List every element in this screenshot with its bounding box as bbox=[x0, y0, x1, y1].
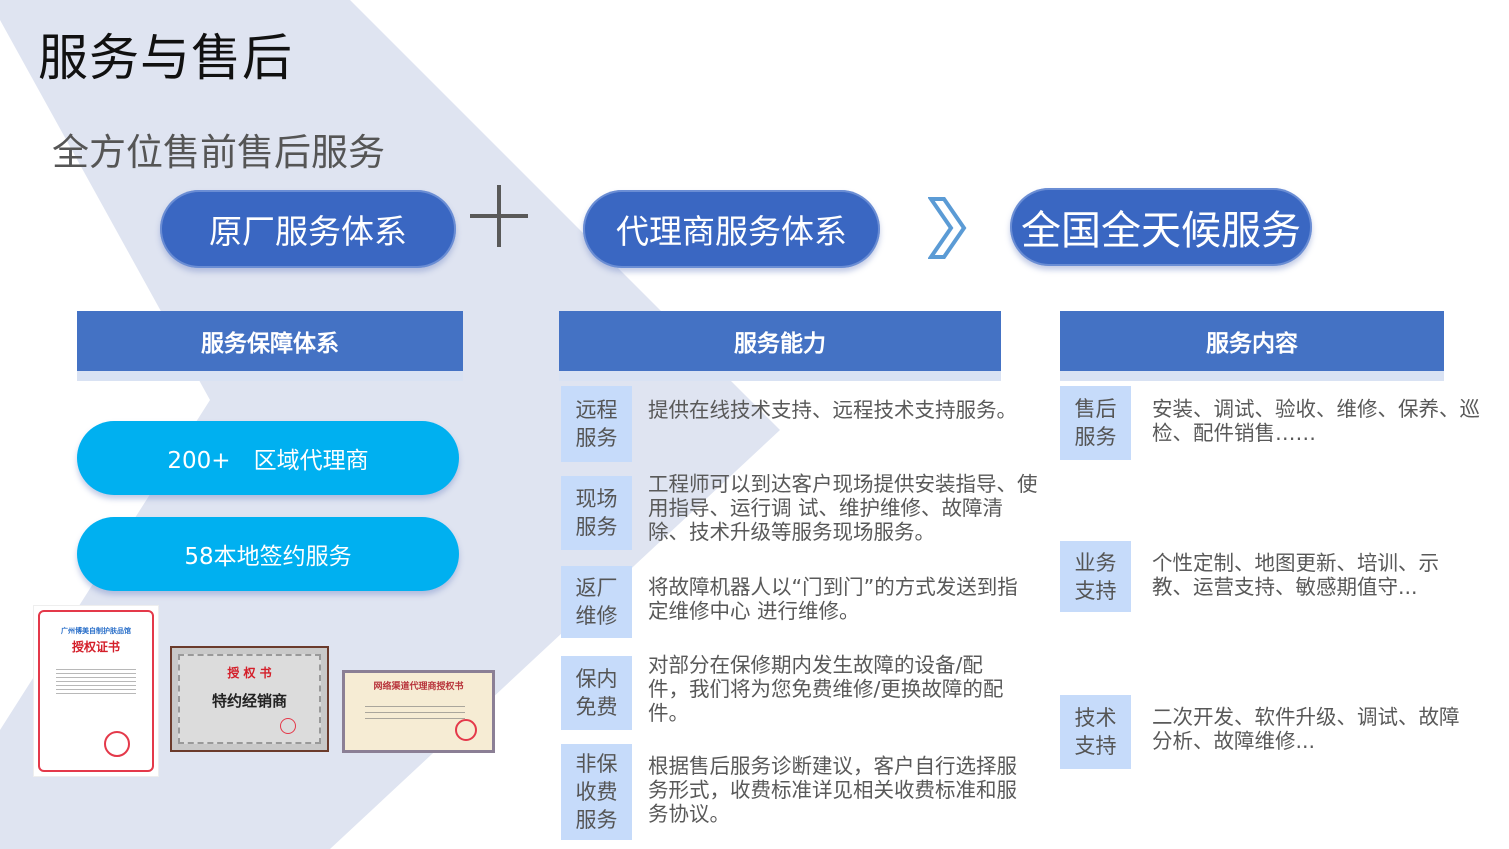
certificate-heading: 广州博美自制护肤品馆 bbox=[61, 627, 131, 635]
label-text: 非保收费服务 bbox=[575, 752, 618, 832]
certificate-body: 特约经销商 bbox=[211, 692, 287, 710]
label-paid-service: 非保收费服务 bbox=[561, 744, 632, 840]
label-text: 返厂维修 bbox=[575, 576, 618, 628]
label-text: 远程服务 bbox=[575, 398, 618, 450]
slide-subtitle: 全方位售前售后服务 bbox=[52, 131, 385, 174]
certificate-title: 授权证书 bbox=[71, 640, 120, 654]
certificate-channel-agent: 网络渠道代理商授权书 bbox=[342, 670, 495, 753]
plus-icon bbox=[470, 185, 528, 247]
certificate-dealer: 授 权 书 特约经销商 bbox=[170, 646, 329, 752]
desc-business-support: 个性定制、地图更新、培训、示教、运营支持、敏感期值守... bbox=[1152, 551, 1439, 599]
double-chevron-right-icon bbox=[928, 197, 967, 259]
desc-tech-support: 二次开发、软件升级、调试、故障分析、故障维修... bbox=[1152, 705, 1460, 753]
pill-agent-service: 代理商服务体系 bbox=[583, 190, 880, 268]
label-text: 售后服务 bbox=[1074, 397, 1117, 449]
label-onsite-service: 现场服务 bbox=[561, 476, 632, 550]
desc-factory-repair: 将故障机器人以“门到门”的方式发送到指定维修中心 进行维修。 bbox=[648, 575, 1018, 623]
label-tech-support: 技术支持 bbox=[1060, 695, 1131, 769]
certificate-title: 授 权 书 bbox=[227, 666, 272, 680]
label-business-support: 业务支持 bbox=[1060, 541, 1131, 612]
desc-onsite-service: 工程师可以到达客户现场提供安装指导、使用指导、运行调 试、维护维修、故障清除、技… bbox=[648, 472, 1038, 544]
header-label: 服务保障体系 bbox=[201, 331, 339, 357]
pill-nationwide-service: 全国全天候服务 bbox=[1010, 188, 1312, 266]
label-warranty-free: 保内免费 bbox=[561, 656, 632, 730]
label-text: 技术支持 bbox=[1074, 706, 1117, 758]
header-service-guarantee: 服务保障体系 bbox=[77, 311, 463, 381]
certificate-title: 网络渠道代理商授权书 bbox=[373, 682, 464, 692]
desc-remote-service: 提供在线技术支持、远程技术支持服务。 bbox=[648, 398, 1017, 422]
label-text: 现场服务 bbox=[575, 487, 618, 539]
local-service-pill: 58本地签约服务 bbox=[77, 517, 459, 591]
agents-count-pill: 200+ 区域代理商 bbox=[77, 421, 459, 495]
slide-title: 服务与售后 bbox=[38, 29, 293, 87]
header-service-content: 服务内容 bbox=[1060, 311, 1444, 381]
desc-after-sales: 安装、调试、验收、维修、保养、巡检、配件销售…… bbox=[1152, 397, 1480, 445]
desc-paid-service: 根据售后服务诊断建议，客户自行选择服务形式，收费标准详见相关收费标准和服务协议。 bbox=[648, 754, 1017, 826]
certificate-authorization: 广州博美自制护肤品馆 授权证书 bbox=[33, 605, 159, 777]
pill-factory-service: 原厂服务体系 bbox=[160, 190, 456, 268]
label-text: 保内免费 bbox=[575, 667, 618, 719]
desc-warranty-free: 对部分在保修期内发生故障的设备/配件，我们将为您免费维修/更换故障的配件。 bbox=[648, 653, 1004, 725]
header-service-capability: 服务能力 bbox=[559, 311, 1001, 381]
label-after-sales: 售后服务 bbox=[1060, 386, 1131, 460]
label-remote-service: 远程服务 bbox=[561, 386, 632, 462]
label-text: 业务支持 bbox=[1074, 550, 1117, 603]
header-label: 服务能力 bbox=[734, 331, 826, 357]
header-label: 服务内容 bbox=[1206, 331, 1298, 357]
label-factory-repair: 返厂维修 bbox=[561, 566, 632, 638]
